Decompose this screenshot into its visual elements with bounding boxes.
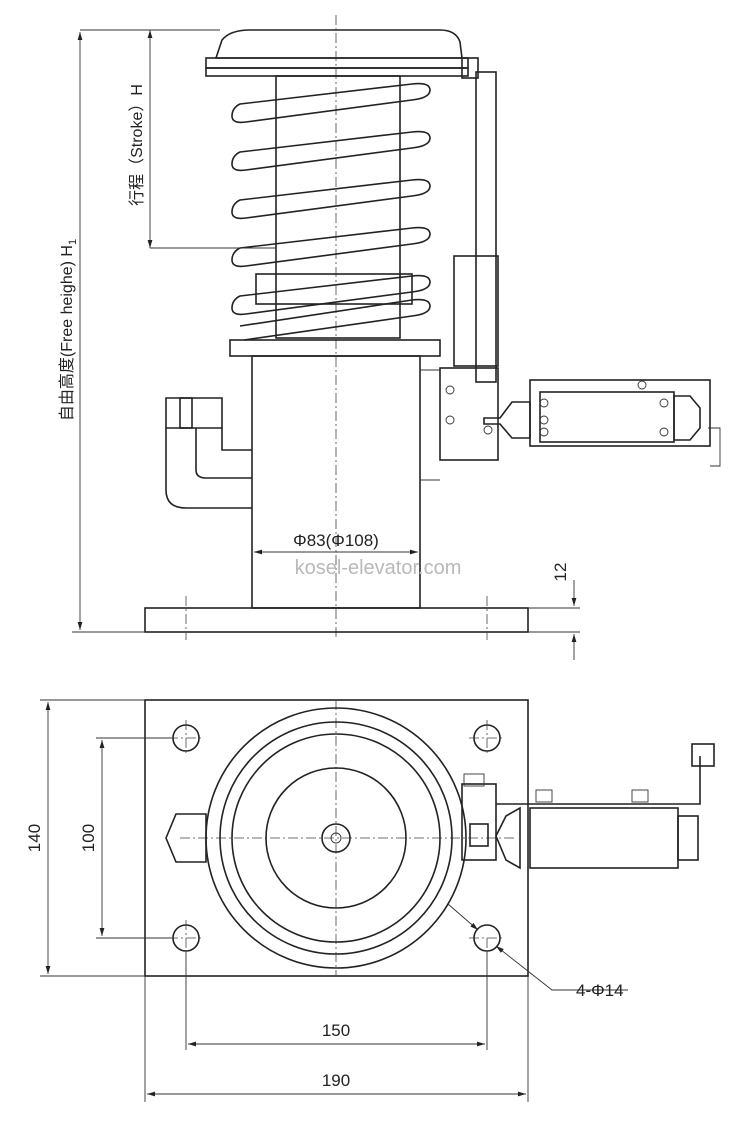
elevation-labels: 行程（Stroke）H 自由高度(Free heighe) H1 Φ83(Φ10…	[58, 84, 570, 581]
holes-label: 4-Φ14	[576, 981, 624, 1000]
width-outer-label: 190	[322, 1071, 350, 1090]
width-inner-label: 150	[322, 1021, 350, 1040]
watermark: kosel-elevator.com	[295, 557, 462, 579]
free-height-label: 自由高度(Free heighe) H	[58, 245, 76, 421]
bore-diameter-label: Φ83(Φ108)	[293, 531, 379, 550]
plan-dimensions	[40, 699, 628, 1102]
plan-labels: 140 100 150 190 4-Φ14	[25, 824, 624, 1090]
plan-view	[144, 699, 715, 977]
free-height-subscript: 1	[67, 239, 79, 245]
depth-outer-label: 140	[25, 824, 44, 852]
svg-text:自由高度(Free heighe) H1: 自由高度(Free heighe) H1	[58, 239, 79, 421]
base-thickness-label: 12	[551, 563, 570, 582]
stroke-label: 行程（Stroke）H	[128, 84, 146, 206]
elevation-dimensions	[72, 29, 580, 660]
depth-inner-label: 100	[79, 824, 98, 852]
elevation-view	[144, 15, 721, 640]
